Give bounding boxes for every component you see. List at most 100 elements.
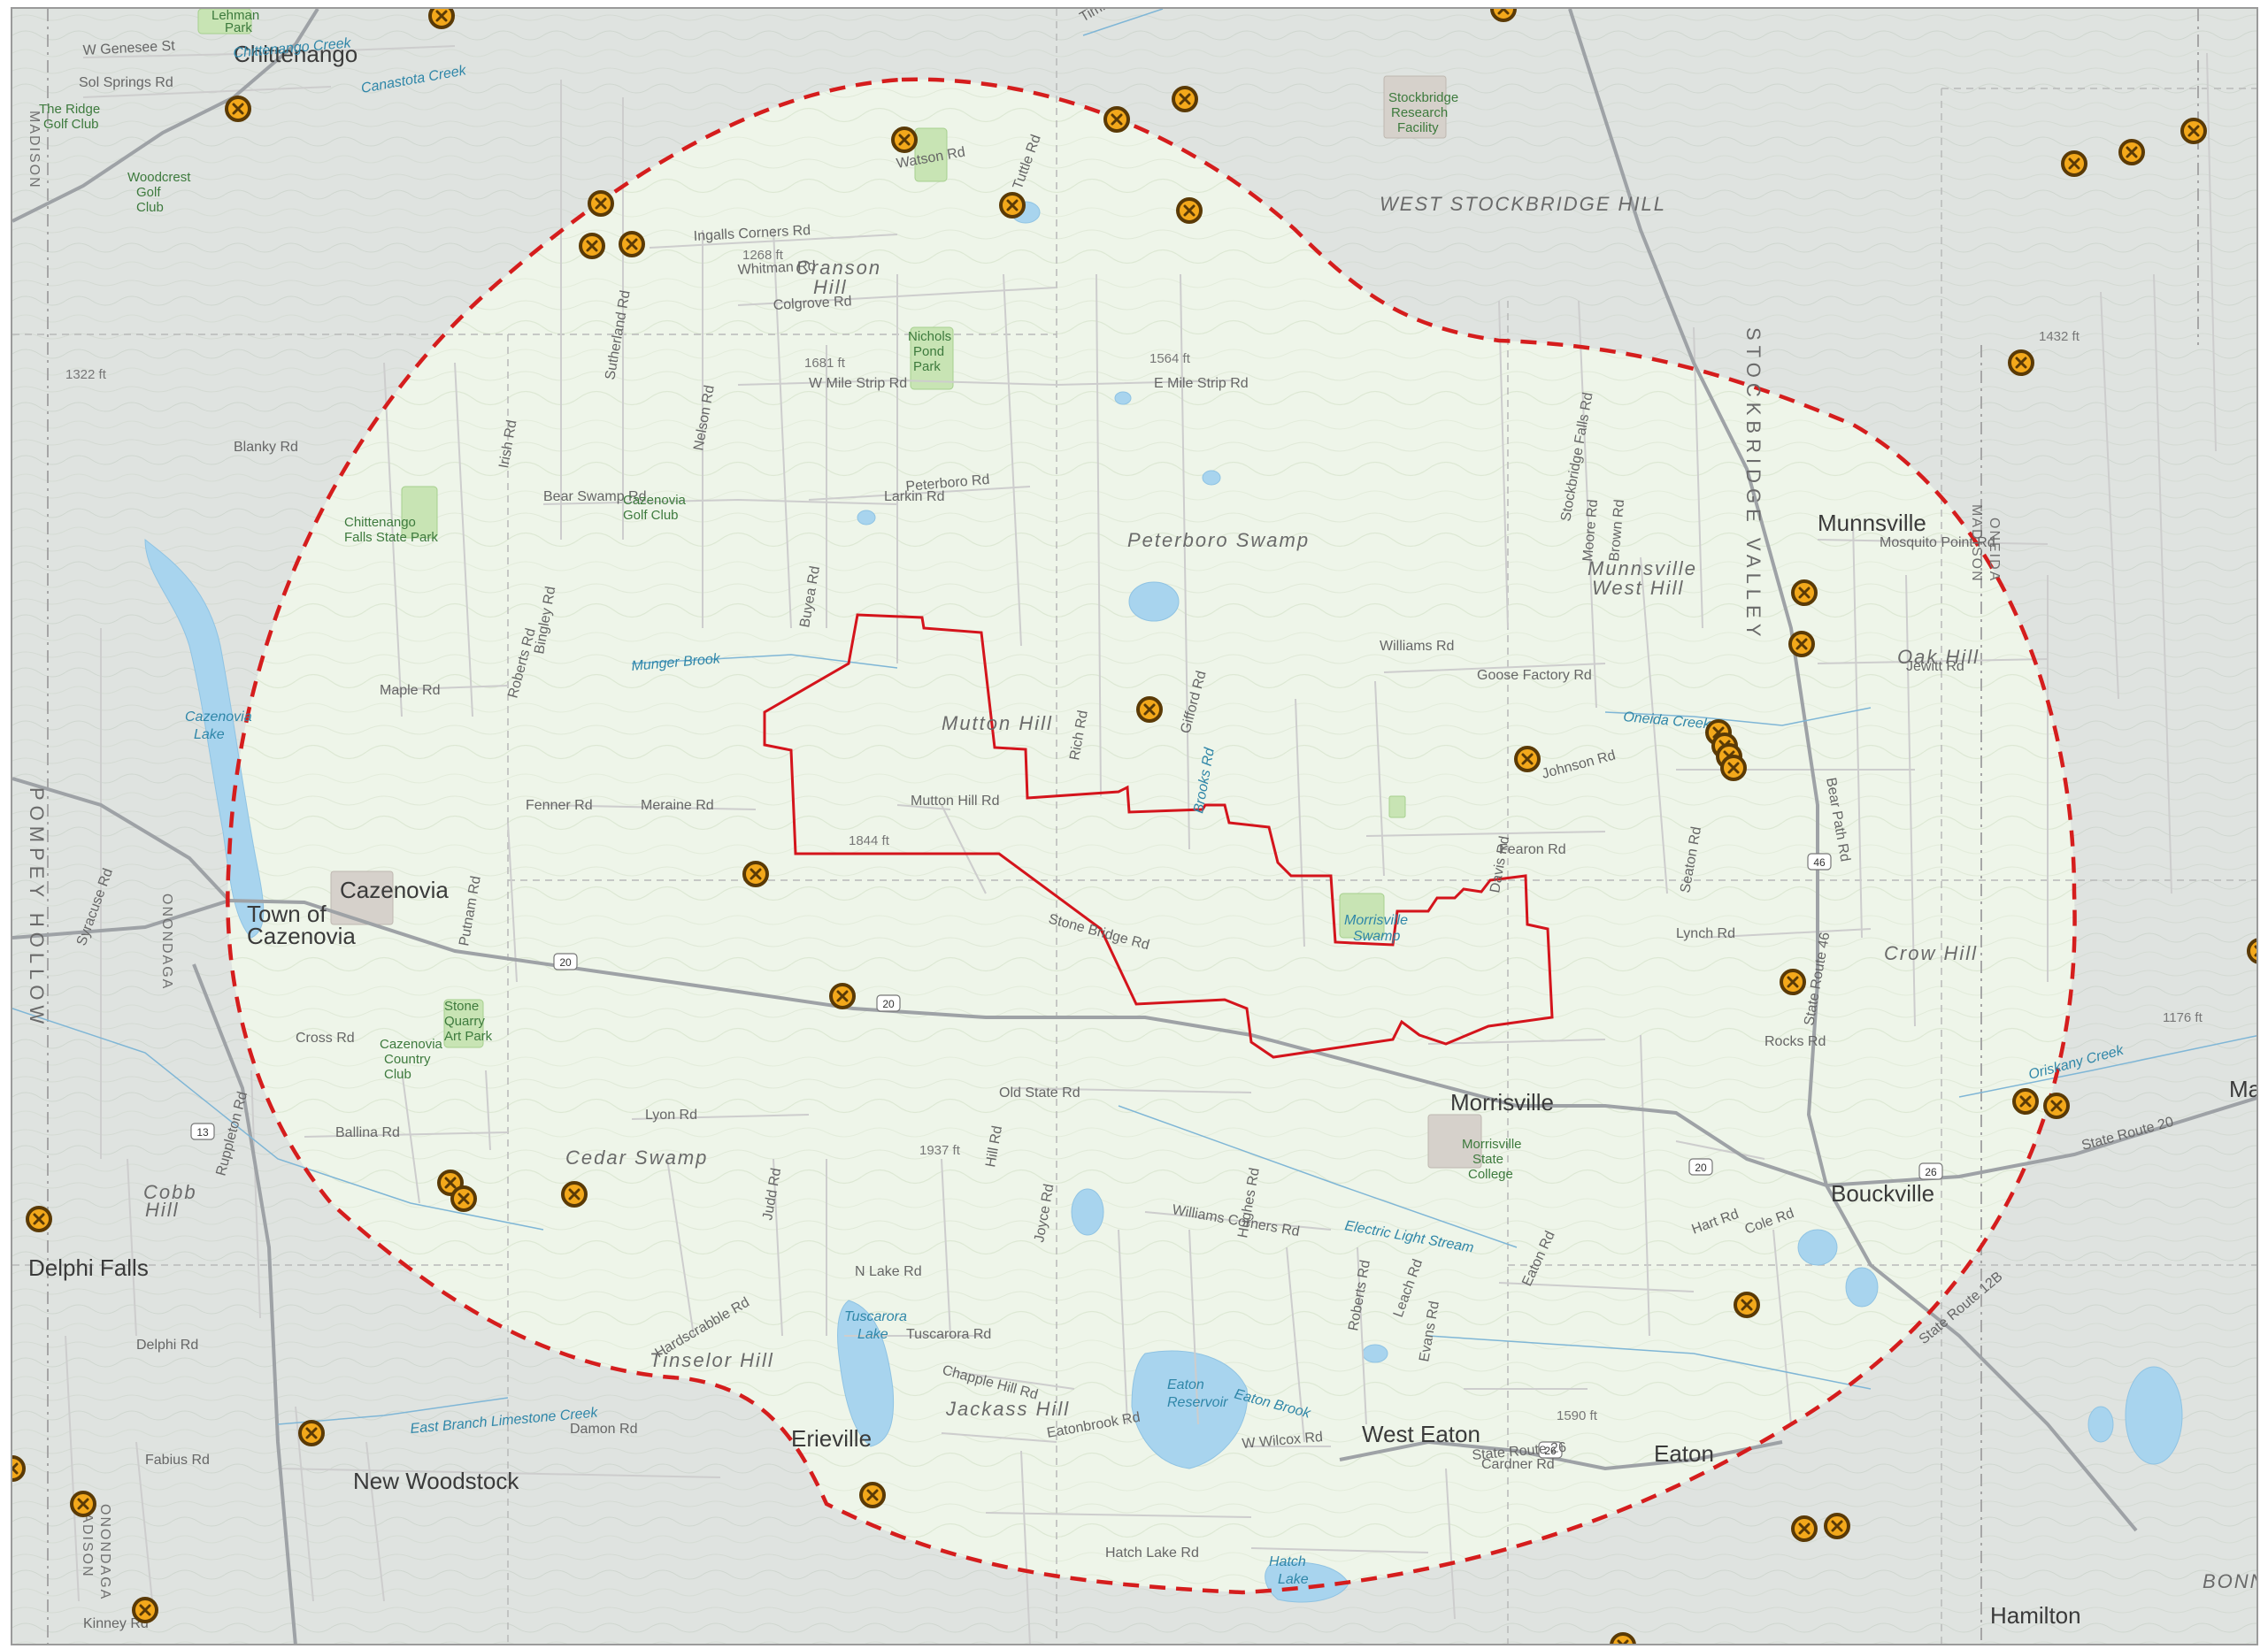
turbine-marker-icon[interactable] bbox=[26, 1206, 52, 1232]
road-label: Cardner Rd bbox=[1481, 1457, 1555, 1472]
road-label: Fearon Rd bbox=[1499, 842, 1566, 857]
place-label: BONNEY bbox=[2203, 1570, 2258, 1592]
turbine-marker-icon[interactable] bbox=[1720, 755, 1747, 781]
water-label: Eaton bbox=[1167, 1377, 1204, 1392]
turbine-marker-icon[interactable] bbox=[2043, 1093, 2070, 1119]
elevation-label: 1176 ft bbox=[2163, 1010, 2203, 1025]
place-label: MADISON bbox=[80, 1499, 95, 1578]
road-label: Williams Rd bbox=[1380, 639, 1454, 654]
park-label: College bbox=[1468, 1167, 1513, 1182]
turbine-marker-icon[interactable] bbox=[619, 231, 645, 257]
road-label: Fabius Rd bbox=[145, 1453, 210, 1468]
eaton-reservoir bbox=[1131, 1350, 1249, 1469]
place-label: ONONDAGA bbox=[159, 894, 174, 990]
turbine-marker-icon[interactable] bbox=[70, 1491, 96, 1517]
route-46 bbox=[1568, 9, 1828, 1186]
road-label: Goose Factory Rd bbox=[1477, 668, 1592, 683]
turbine-marker-icon[interactable] bbox=[2180, 118, 2207, 144]
route-12b bbox=[1825, 1185, 2138, 1532]
water-label: Lake bbox=[194, 727, 225, 742]
turbine-marker-icon[interactable] bbox=[2061, 150, 2087, 177]
turbine-marker-icon[interactable] bbox=[12, 1455, 26, 1482]
turbine-marker-icon[interactable] bbox=[1791, 579, 1818, 606]
park-label: Cazenovia bbox=[380, 1037, 443, 1052]
turbine-marker-icon[interactable] bbox=[1791, 1515, 1818, 1542]
place-label: Hill bbox=[813, 276, 848, 298]
road-label: Moore Rd bbox=[1580, 499, 1601, 562]
turbine-marker-icon[interactable] bbox=[1514, 746, 1541, 772]
turbine-marker-icon[interactable] bbox=[579, 233, 605, 259]
turbine-marker-icon[interactable] bbox=[428, 9, 455, 29]
turbine-marker-icon[interactable] bbox=[132, 1597, 158, 1623]
turbine-marker-icon[interactable] bbox=[1176, 197, 1203, 224]
turbine-marker-icon[interactable] bbox=[891, 127, 918, 153]
road-label: Blanky Rd bbox=[234, 440, 298, 455]
route-shield-number: 20 bbox=[559, 956, 572, 969]
park-label: Club bbox=[384, 1067, 411, 1082]
road-label: Damon Rd bbox=[570, 1422, 637, 1437]
place-label: West Eaton bbox=[1362, 1421, 1480, 1447]
turbine-marker-icon[interactable] bbox=[1734, 1292, 1760, 1318]
water-label: Lake bbox=[1278, 1572, 1309, 1587]
route-13 bbox=[192, 963, 297, 1644]
place-label: MADISON bbox=[1969, 504, 1984, 583]
elevation-label: 1432 ft bbox=[2039, 329, 2080, 344]
place-label: Delphi Falls bbox=[28, 1254, 149, 1281]
parks bbox=[197, 9, 1406, 1048]
turbine-marker-icon[interactable] bbox=[1788, 631, 1815, 657]
turbine-marker-icon[interactable] bbox=[1490, 9, 1517, 22]
elevation-label: 1564 ft bbox=[1149, 351, 1191, 366]
turbine-marker-icon[interactable] bbox=[561, 1181, 588, 1208]
park-label: Cazenovia bbox=[623, 493, 687, 508]
route-shield: 46 bbox=[1807, 853, 1832, 871]
place-label: Peterboro Swamp bbox=[1127, 529, 1310, 551]
elevation-label: 1268 ft bbox=[742, 248, 784, 263]
park-label: State bbox=[1472, 1152, 1503, 1167]
turbine-marker-icon[interactable] bbox=[1172, 86, 1198, 112]
turbine-marker-icon[interactable] bbox=[999, 192, 1026, 219]
turbine-marker-icon[interactable] bbox=[859, 1482, 886, 1508]
turbine-marker-icon[interactable] bbox=[1780, 969, 1806, 995]
road-label: Larkin Rd bbox=[884, 489, 944, 504]
elevation-label: 1322 ft bbox=[65, 367, 107, 382]
road-label: Rocks Rd bbox=[1764, 1034, 1826, 1049]
park-label: Quarry bbox=[444, 1014, 485, 1029]
park-label: Chittenango bbox=[344, 515, 416, 530]
turbine-marker-icon[interactable] bbox=[2008, 349, 2034, 376]
place-label: Chittenango bbox=[234, 41, 357, 67]
place-label: Erieville bbox=[791, 1425, 872, 1452]
streams bbox=[12, 9, 2256, 1425]
road-label: Cross Rd bbox=[296, 1031, 355, 1046]
turbine-marker-icon[interactable] bbox=[588, 190, 614, 217]
turbine-marker-icon[interactable] bbox=[225, 96, 251, 122]
elevation-label: 1681 ft bbox=[804, 356, 846, 371]
road-label: Kinney Rd bbox=[83, 1616, 149, 1631]
turbine-marker-icon[interactable] bbox=[1824, 1513, 1850, 1539]
turbine-marker-icon[interactable] bbox=[2247, 938, 2258, 964]
turbine-marker-icon[interactable] bbox=[450, 1185, 477, 1212]
road-label: Colgrove Rd bbox=[773, 294, 852, 313]
project-boundary bbox=[763, 613, 1554, 1059]
turbine-marker-icon[interactable] bbox=[1103, 106, 1130, 133]
turbine-marker-icon[interactable] bbox=[2118, 139, 2145, 165]
turbine-marker-icon[interactable] bbox=[742, 861, 769, 887]
turbine-marker-icon[interactable] bbox=[2012, 1088, 2039, 1115]
road-label: Maple Rd bbox=[380, 683, 440, 698]
turbine-marker-icon[interactable] bbox=[829, 983, 856, 1009]
turbine-marker-icon[interactable] bbox=[1136, 696, 1163, 723]
cazenovia-lake bbox=[144, 538, 265, 939]
road-label: Brown Rd bbox=[1607, 499, 1627, 562]
road-label: Meraine Rd bbox=[641, 798, 714, 813]
elevation-label: 1590 ft bbox=[1557, 1408, 1598, 1423]
place-label: Cobb bbox=[143, 1181, 197, 1203]
route-92 bbox=[12, 9, 319, 223]
park-label: Golf Club bbox=[43, 117, 99, 132]
turbine-marker-icon[interactable] bbox=[298, 1420, 325, 1446]
route-shield-number: 20 bbox=[1695, 1162, 1707, 1174]
turbine-marker-icon[interactable] bbox=[1610, 1632, 1636, 1645]
place-label: West Hill bbox=[1592, 577, 1684, 599]
place-label: Jackass Hill bbox=[945, 1398, 1070, 1420]
